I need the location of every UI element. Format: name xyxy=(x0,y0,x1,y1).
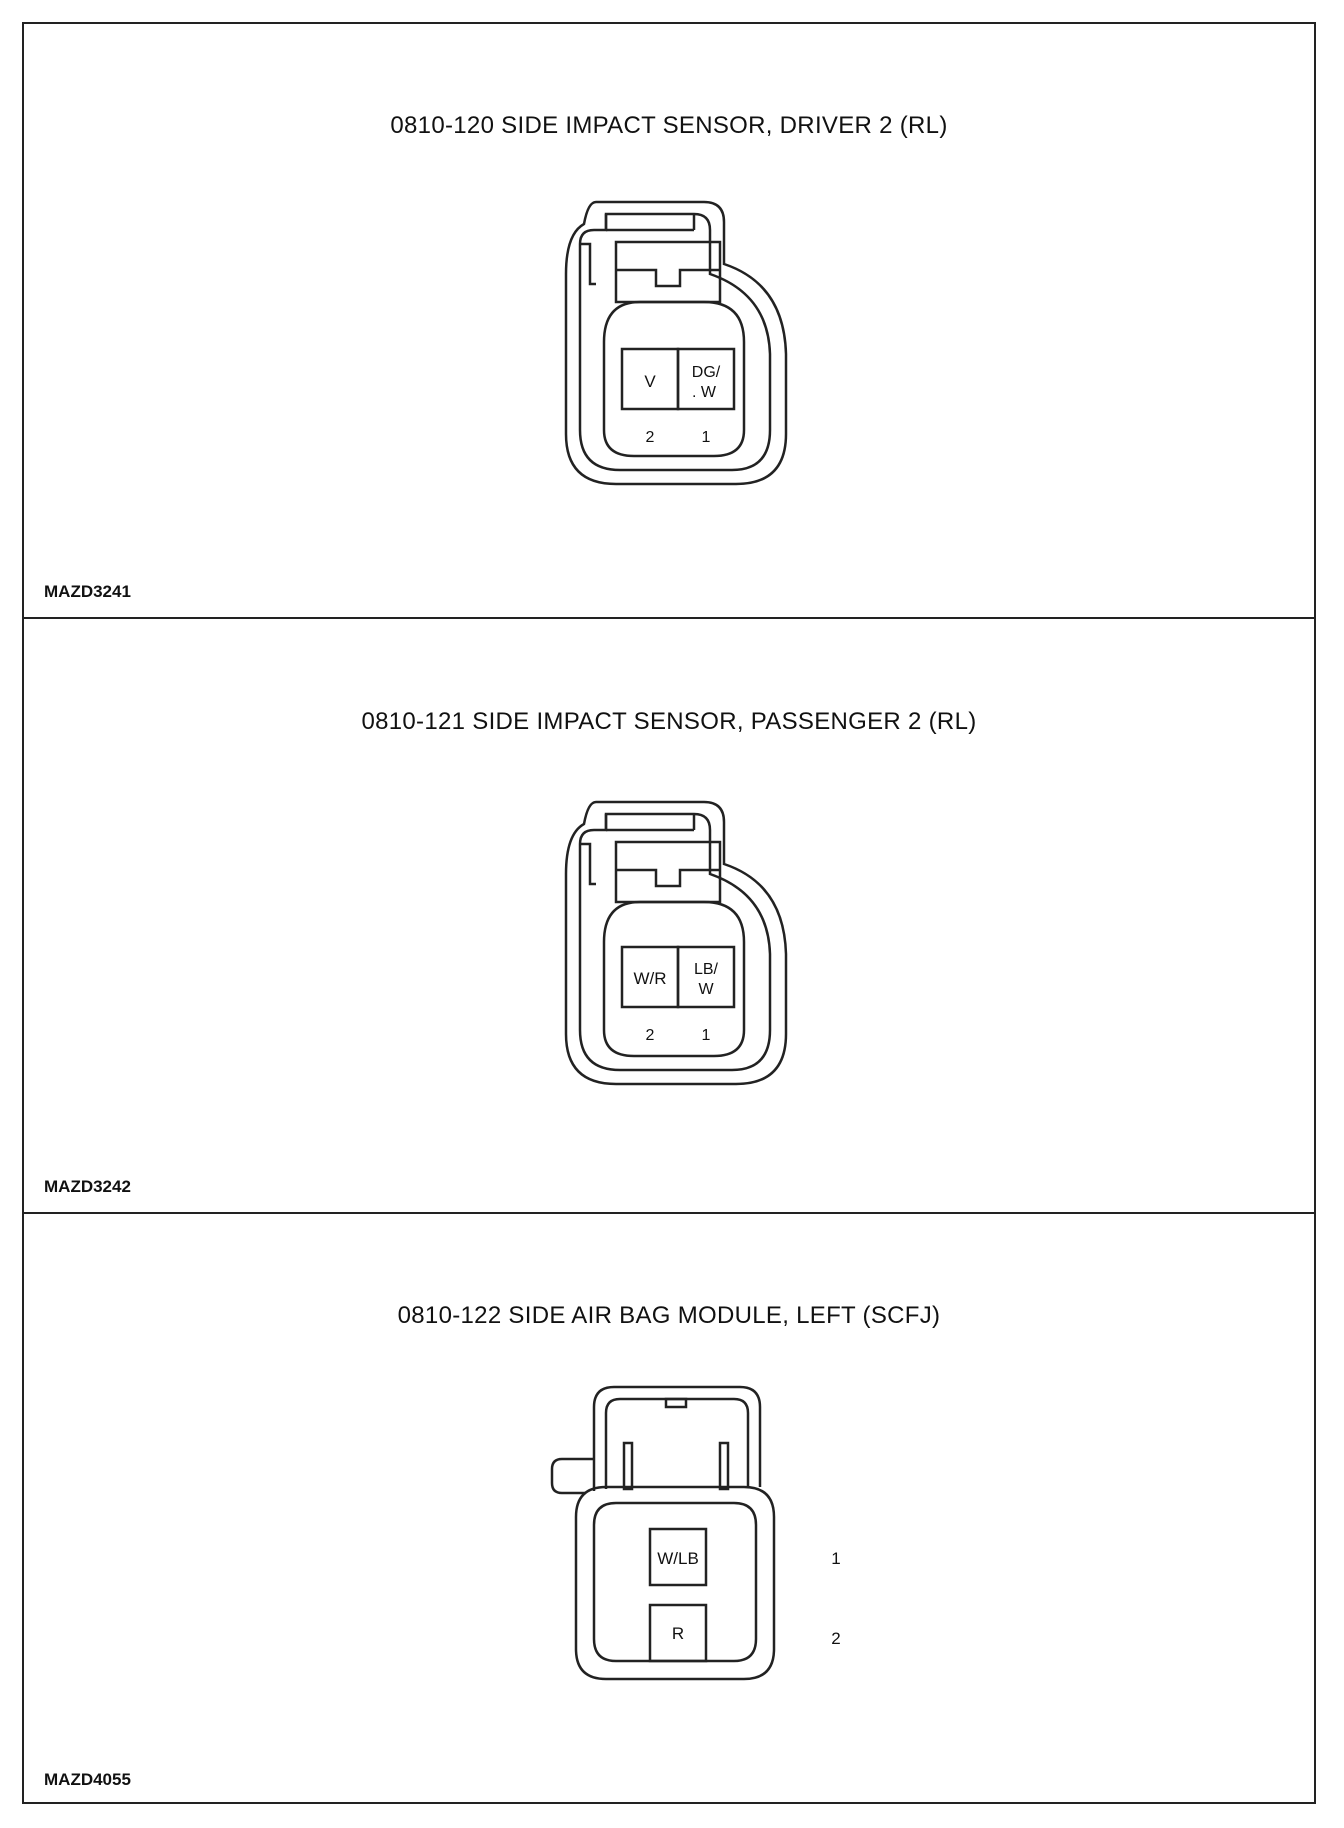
connector-top-bar xyxy=(604,814,696,832)
connector-body-inner xyxy=(592,1501,758,1663)
diagram-frame: 0810-120 SIDE IMPACT SENSOR, DRIVER 2 (R… xyxy=(22,22,1316,1804)
connector-outer-shell xyxy=(564,800,788,1086)
connector-guide-right xyxy=(718,1441,730,1491)
connector-guide-left xyxy=(622,1441,634,1491)
connector-latch-slot xyxy=(580,242,596,286)
pin-number-1: 1 xyxy=(702,1027,711,1044)
connector-lock-frame xyxy=(614,240,722,304)
connector-top-bar xyxy=(604,214,696,232)
connector-airbag-module: W/LB R 1 2 xyxy=(550,1385,841,1681)
connector-lock-tab xyxy=(616,868,720,888)
connector-driver-sensor: V DG/ . W 2 1 xyxy=(564,200,788,486)
panel-title: 0810-120 SIDE IMPACT SENSOR, DRIVER 2 (R… xyxy=(390,112,948,139)
connector-outer-shell xyxy=(564,200,788,486)
terminal-1-wire-line2: W xyxy=(698,981,714,998)
panel-airbag-module: 0810-122 SIDE AIR BAG MODULE, LEFT (SCFJ… xyxy=(24,1214,1314,1804)
connector-passenger-sensor: W/R LB/ W 2 1 xyxy=(564,800,788,1086)
pin-number-2: 2 xyxy=(646,1027,655,1044)
terminal-1-wire-line1: DG/ xyxy=(692,364,721,381)
panel-title: 0810-121 SIDE IMPACT SENSOR, PASSENGER 2… xyxy=(361,708,977,735)
panel-passenger-sensor: 0810-121 SIDE IMPACT SENSOR, PASSENGER 2… xyxy=(24,619,1314,1212)
panel-title: 0810-122 SIDE AIR BAG MODULE, LEFT (SCFJ… xyxy=(397,1302,941,1329)
terminal-cavity-1 xyxy=(676,347,736,411)
terminal-cavity-1 xyxy=(676,945,736,1009)
connector-inner-shell xyxy=(578,812,772,1072)
connector-hood xyxy=(592,1385,762,1491)
connector-inner-shell xyxy=(578,212,772,472)
connector-lock-tab xyxy=(616,268,720,288)
connector-face xyxy=(602,900,746,1058)
terminal-2-wire: V xyxy=(644,372,656,391)
figure-code: MAZD3242 xyxy=(44,1177,131,1196)
pin-number-1: 1 xyxy=(702,429,711,446)
connector-latch xyxy=(550,1457,594,1495)
terminal-cavity-2 xyxy=(648,1603,708,1663)
terminal-1-wire-line1: LB/ xyxy=(694,961,719,978)
connector-lock-frame xyxy=(614,840,722,904)
figure-code: MAZD3241 xyxy=(44,582,131,601)
pin-number-2: 2 xyxy=(831,1629,840,1648)
figure-code: MAZD4055 xyxy=(44,1770,131,1789)
connector-top-notch xyxy=(664,1397,688,1409)
terminal-2-wire: R xyxy=(672,1624,684,1643)
pin-number-2: 2 xyxy=(646,429,655,446)
pin-number-1: 1 xyxy=(831,1549,840,1568)
terminal-cavity-1 xyxy=(648,1527,708,1587)
terminal-1-wire: W/LB xyxy=(657,1549,699,1568)
terminal-2-wire: W/R xyxy=(633,969,666,988)
panel-driver-sensor: 0810-120 SIDE IMPACT SENSOR, DRIVER 2 (R… xyxy=(24,24,1314,617)
connector-face xyxy=(602,300,746,458)
connector-latch-slot xyxy=(580,842,596,886)
panel-divider xyxy=(24,1212,1314,1214)
connector-body-outer xyxy=(574,1485,776,1681)
panel-divider xyxy=(24,617,1314,619)
terminal-1-wire-line2: . W xyxy=(692,384,717,401)
